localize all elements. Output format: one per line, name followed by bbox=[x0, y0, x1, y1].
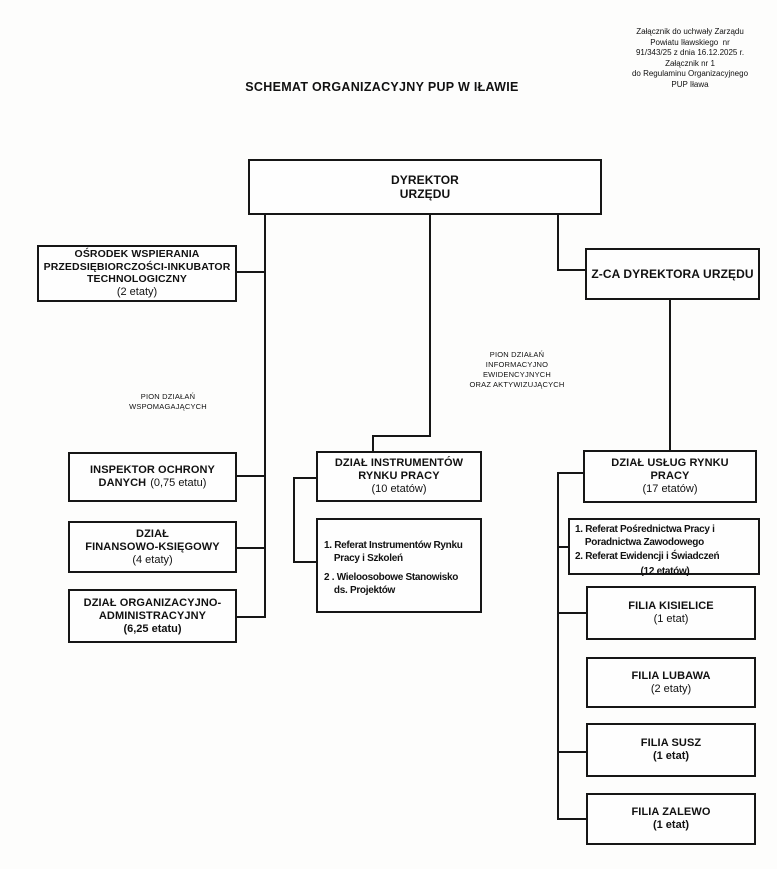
node-finance-department: DZIAŁ FINANSOWO-KSIĘGOWY (4 etaty) bbox=[68, 521, 237, 573]
connector-line bbox=[293, 561, 317, 563]
unit-item: 2. Referat Ewidencji i Świadczeń bbox=[575, 551, 720, 562]
node-labour-market-services: DZIAŁ USŁUG RYNKU PRACY (17 etatów) bbox=[583, 450, 757, 503]
staff-count: (1 etat) bbox=[652, 750, 690, 762]
connector-line bbox=[557, 472, 584, 474]
attachment-note: Załącznik do uchwały Zarządu Powiatu Iła… bbox=[631, 27, 749, 89]
node-services-units: 1. Referat Pośrednictwa Pracy i Poradnic… bbox=[568, 518, 760, 577]
connector-line bbox=[557, 472, 559, 820]
connector-line bbox=[557, 818, 587, 820]
node-title: DZIAŁ USŁUG RYNKU PRACY bbox=[611, 457, 729, 482]
division-label-information: PION DZIAŁAŃ INFORMACYJNO EWIDENCYJNYCH … bbox=[469, 350, 565, 389]
node-title: INSPEKTOR OCHRONY bbox=[90, 464, 215, 476]
staff-count: (10 etatów) bbox=[371, 483, 427, 495]
node-branch-lubawa: FILIA LUBAWA (2 etaty) bbox=[586, 657, 756, 708]
node-title: FILIA ZALEWO bbox=[631, 806, 711, 818]
connector-line bbox=[372, 435, 374, 452]
staff-count: (2 etaty) bbox=[650, 682, 692, 695]
staff-count: (17 etatów) bbox=[642, 483, 698, 495]
connector-line bbox=[557, 215, 559, 271]
node-instruments-units: 1. Referat Instrumentów Rynku Pracy i Sz… bbox=[316, 518, 482, 613]
staff-count: (1 etat) bbox=[652, 819, 690, 831]
staff-count: (4 etaty) bbox=[132, 553, 173, 566]
node-deputy-director: Z-CA DYREKTORA URZĘDU bbox=[585, 248, 760, 300]
node-title: FILIA SUSZ bbox=[640, 737, 702, 749]
unit-item: 2 . Wieloosobowe Stanowisko ds. Projektó… bbox=[324, 572, 459, 596]
node-branch-kisielice: FILIA KISIELICE (1 etat) bbox=[586, 586, 756, 640]
connector-line bbox=[669, 300, 671, 451]
node-data-protection-officer: INSPEKTOR OCHRONY DANYCH (0,75 etatu) bbox=[68, 452, 237, 502]
staff-count: (0,75 etatu) bbox=[150, 477, 207, 489]
staff-count: (1 etat) bbox=[653, 613, 689, 625]
connector-line bbox=[557, 269, 586, 271]
node-title: DZIAŁ FINANSOWO-KSIĘGOWY bbox=[85, 527, 220, 553]
staff-count: (12 etatów) bbox=[640, 565, 690, 577]
node-title: Z-CA DYREKTORA URZĘDU bbox=[591, 267, 754, 281]
node-title-cont: DANYCH bbox=[98, 477, 147, 489]
node-admin-department: DZIAŁ ORGANIZACYJNO- ADMINISTRACYJNY (6,… bbox=[68, 589, 237, 643]
node-title: DYREKTOR URZĘDU bbox=[391, 173, 459, 201]
node-director: DYREKTOR URZĘDU bbox=[248, 159, 602, 215]
connector-line bbox=[557, 546, 569, 548]
node-title: OŚRODEK WSPIERANIA PRZEDSIĘBIORCZOŚCI-IN… bbox=[43, 248, 231, 286]
connector-line bbox=[557, 612, 587, 614]
connector-line bbox=[264, 215, 266, 618]
node-title: DZIAŁ INSTRUMENTÓW RYNKU PRACY bbox=[334, 457, 464, 482]
connector-line bbox=[372, 435, 431, 437]
page-title: SCHEMAT ORGANIZACYJNY PUP W IŁAWIE bbox=[245, 80, 519, 94]
node-title: DZIAŁ ORGANIZACYJNO- ADMINISTRACYJNY bbox=[83, 596, 222, 622]
node-incubator: OŚRODEK WSPIERANIA PRZEDSIĘBIORCZOŚCI-IN… bbox=[37, 245, 237, 302]
connector-line bbox=[237, 616, 266, 618]
node-branch-zalewo: FILIA ZALEWO (1 etat) bbox=[586, 793, 756, 845]
unit-item: 1. Referat Pośrednictwa Pracy i Poradnic… bbox=[575, 524, 715, 548]
unit-item: 1. Referat Instrumentów Rynku Pracy i Sz… bbox=[324, 540, 463, 564]
division-label-support: PION DZIAŁAŃ WSPOMAGAJĄCYCH bbox=[129, 392, 207, 411]
node-title: FILIA KISIELICE bbox=[628, 600, 714, 612]
connector-line bbox=[293, 477, 295, 563]
node-branch-susz: FILIA SUSZ (1 etat) bbox=[586, 723, 756, 777]
staff-count: (2 etaty) bbox=[116, 285, 158, 298]
connector-line bbox=[557, 751, 587, 753]
connector-line bbox=[237, 547, 266, 549]
staff-count: (6,25 etatu) bbox=[123, 622, 182, 635]
node-labour-market-instruments: DZIAŁ INSTRUMENTÓW RYNKU PRACY (10 etató… bbox=[316, 451, 482, 502]
connector-line bbox=[293, 477, 317, 479]
connector-line bbox=[237, 475, 266, 477]
connector-line bbox=[429, 215, 431, 437]
node-title: FILIA LUBAWA bbox=[631, 669, 711, 682]
connector-line bbox=[237, 271, 266, 273]
